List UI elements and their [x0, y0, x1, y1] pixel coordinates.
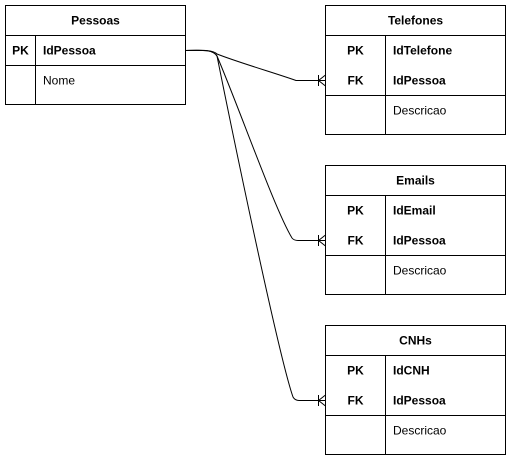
relationship-pessoas-emails[interactable] — [185, 49, 326, 247]
key-label-fk: FK — [348, 234, 364, 248]
attribute-descricao: Descricao — [393, 264, 447, 278]
attribute-idcnh: IdCNH — [393, 364, 430, 378]
crow-foot-many-icon — [318, 234, 326, 247]
crow-foot-many-icon — [318, 74, 326, 87]
relationship-pessoas-cnhs[interactable] — [185, 49, 326, 407]
attribute-descricao: Descricao — [393, 424, 447, 438]
entity-title: Pessoas — [71, 14, 120, 28]
entity-emails[interactable]: Emails PK IdEmail FK IdPessoa Descricao — [325, 165, 506, 295]
attribute-idpessoa: IdPessoa — [393, 394, 446, 408]
key-label-pk: PK — [347, 364, 364, 378]
key-label-pk: PK — [12, 44, 29, 58]
relationship-pessoas-telefones[interactable] — [185, 49, 326, 87]
attribute-idpessoa: IdPessoa — [393, 234, 446, 248]
attribute-idpessoa: IdPessoa — [393, 74, 446, 88]
entity-telefones[interactable]: Telefones PK IdTelefone FK IdPessoa Desc… — [325, 5, 506, 135]
key-label-fk: FK — [348, 394, 364, 408]
attribute-idpessoa: IdPessoa — [43, 44, 96, 58]
attribute-nome: Nome — [43, 74, 75, 88]
attribute-idemail: IdEmail — [393, 204, 436, 218]
entity-cnhs[interactable]: CNHs PK IdCNH FK IdPessoa Descricao — [325, 325, 506, 455]
entity-title: Emails — [396, 174, 435, 188]
attribute-idtelefone: IdTelefone — [393, 44, 452, 58]
crow-foot-many-icon — [318, 394, 326, 407]
entity-title: Telefones — [388, 14, 443, 28]
entity-title: CNHs — [399, 334, 432, 348]
attribute-descricao: Descricao — [393, 104, 447, 118]
key-label-fk: FK — [348, 74, 364, 88]
key-label-pk: PK — [347, 204, 364, 218]
key-label-pk: PK — [347, 44, 364, 58]
entity-pessoas[interactable]: Pessoas PK IdPessoa Nome — [5, 5, 186, 105]
